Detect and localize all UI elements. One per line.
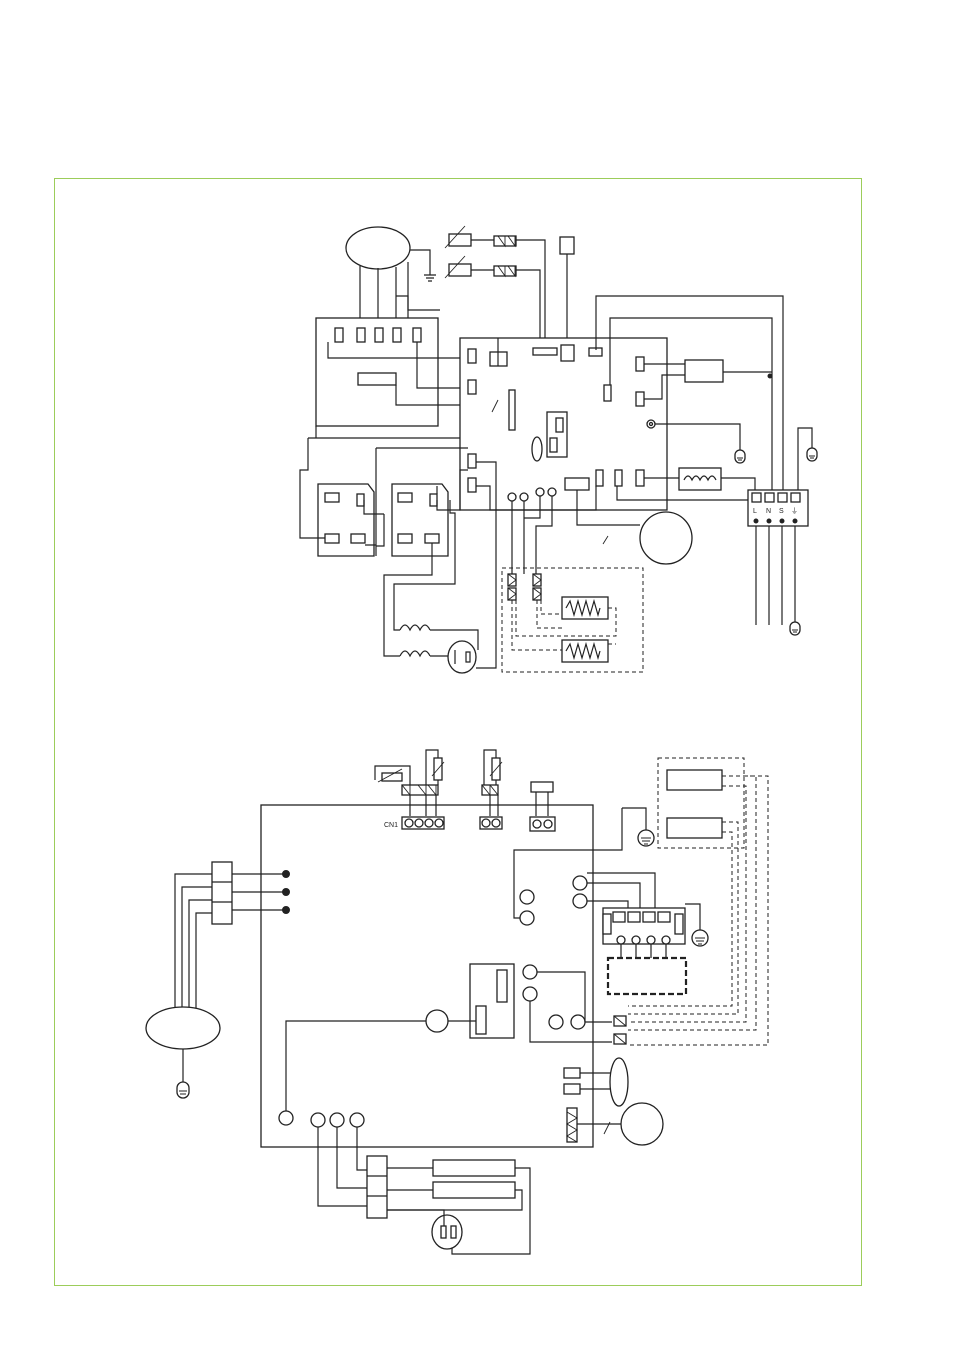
upper-wiring-diagram: L N S ⏚ [299,225,818,674]
room-temp-sensor [374,765,411,785]
ground-icon [691,929,709,947]
heater-element-1 [561,596,609,620]
ground-icon [806,447,818,462]
pipe-temp-sensor-2 [483,749,503,785]
temperature-sensor-2 [444,255,517,279]
relay-module-2 [391,483,449,557]
connector-label-cn1: CN1 [384,822,398,829]
ground-icon [424,274,436,282]
sensor-connector [559,236,575,255]
heater-element-2 [561,639,609,663]
terminal-label-s: S [779,508,784,515]
terminal-block-lns: L N S ⏚ [747,489,809,527]
fan-motor-oval [345,226,411,270]
fan-capacitor [609,1057,629,1107]
terminal-label-n: N [766,508,771,515]
optional-module-dashed [657,757,745,849]
louver-motor [620,1102,664,1146]
lower-wiring-diagram: CN1 [145,749,769,1255]
terminal-label-ground: ⏚ [791,507,798,515]
auxiliary-capacitor [431,1214,463,1250]
bottom-connector [366,1155,388,1219]
ground-icon [734,449,746,464]
terminal-block-lower [602,907,686,945]
reactor-component [684,359,724,383]
indoor-fan-motor [145,1006,221,1050]
heater-box-dashed [501,567,644,673]
pipe-temp-sensor-1 [425,749,445,785]
terminal-label-l: L [753,508,757,515]
temperature-sensor-1 [444,225,517,249]
compressor-capacitor [447,640,477,674]
outdoor-fan-motor [639,511,693,565]
indoor-control-board [260,804,594,1148]
ground-icon [637,829,655,847]
left-connector [211,861,233,925]
ground-icon [789,621,801,636]
diagram-frame [54,178,862,1286]
dashed-wiring-box [606,956,688,996]
ground-icon [176,1081,190,1099]
